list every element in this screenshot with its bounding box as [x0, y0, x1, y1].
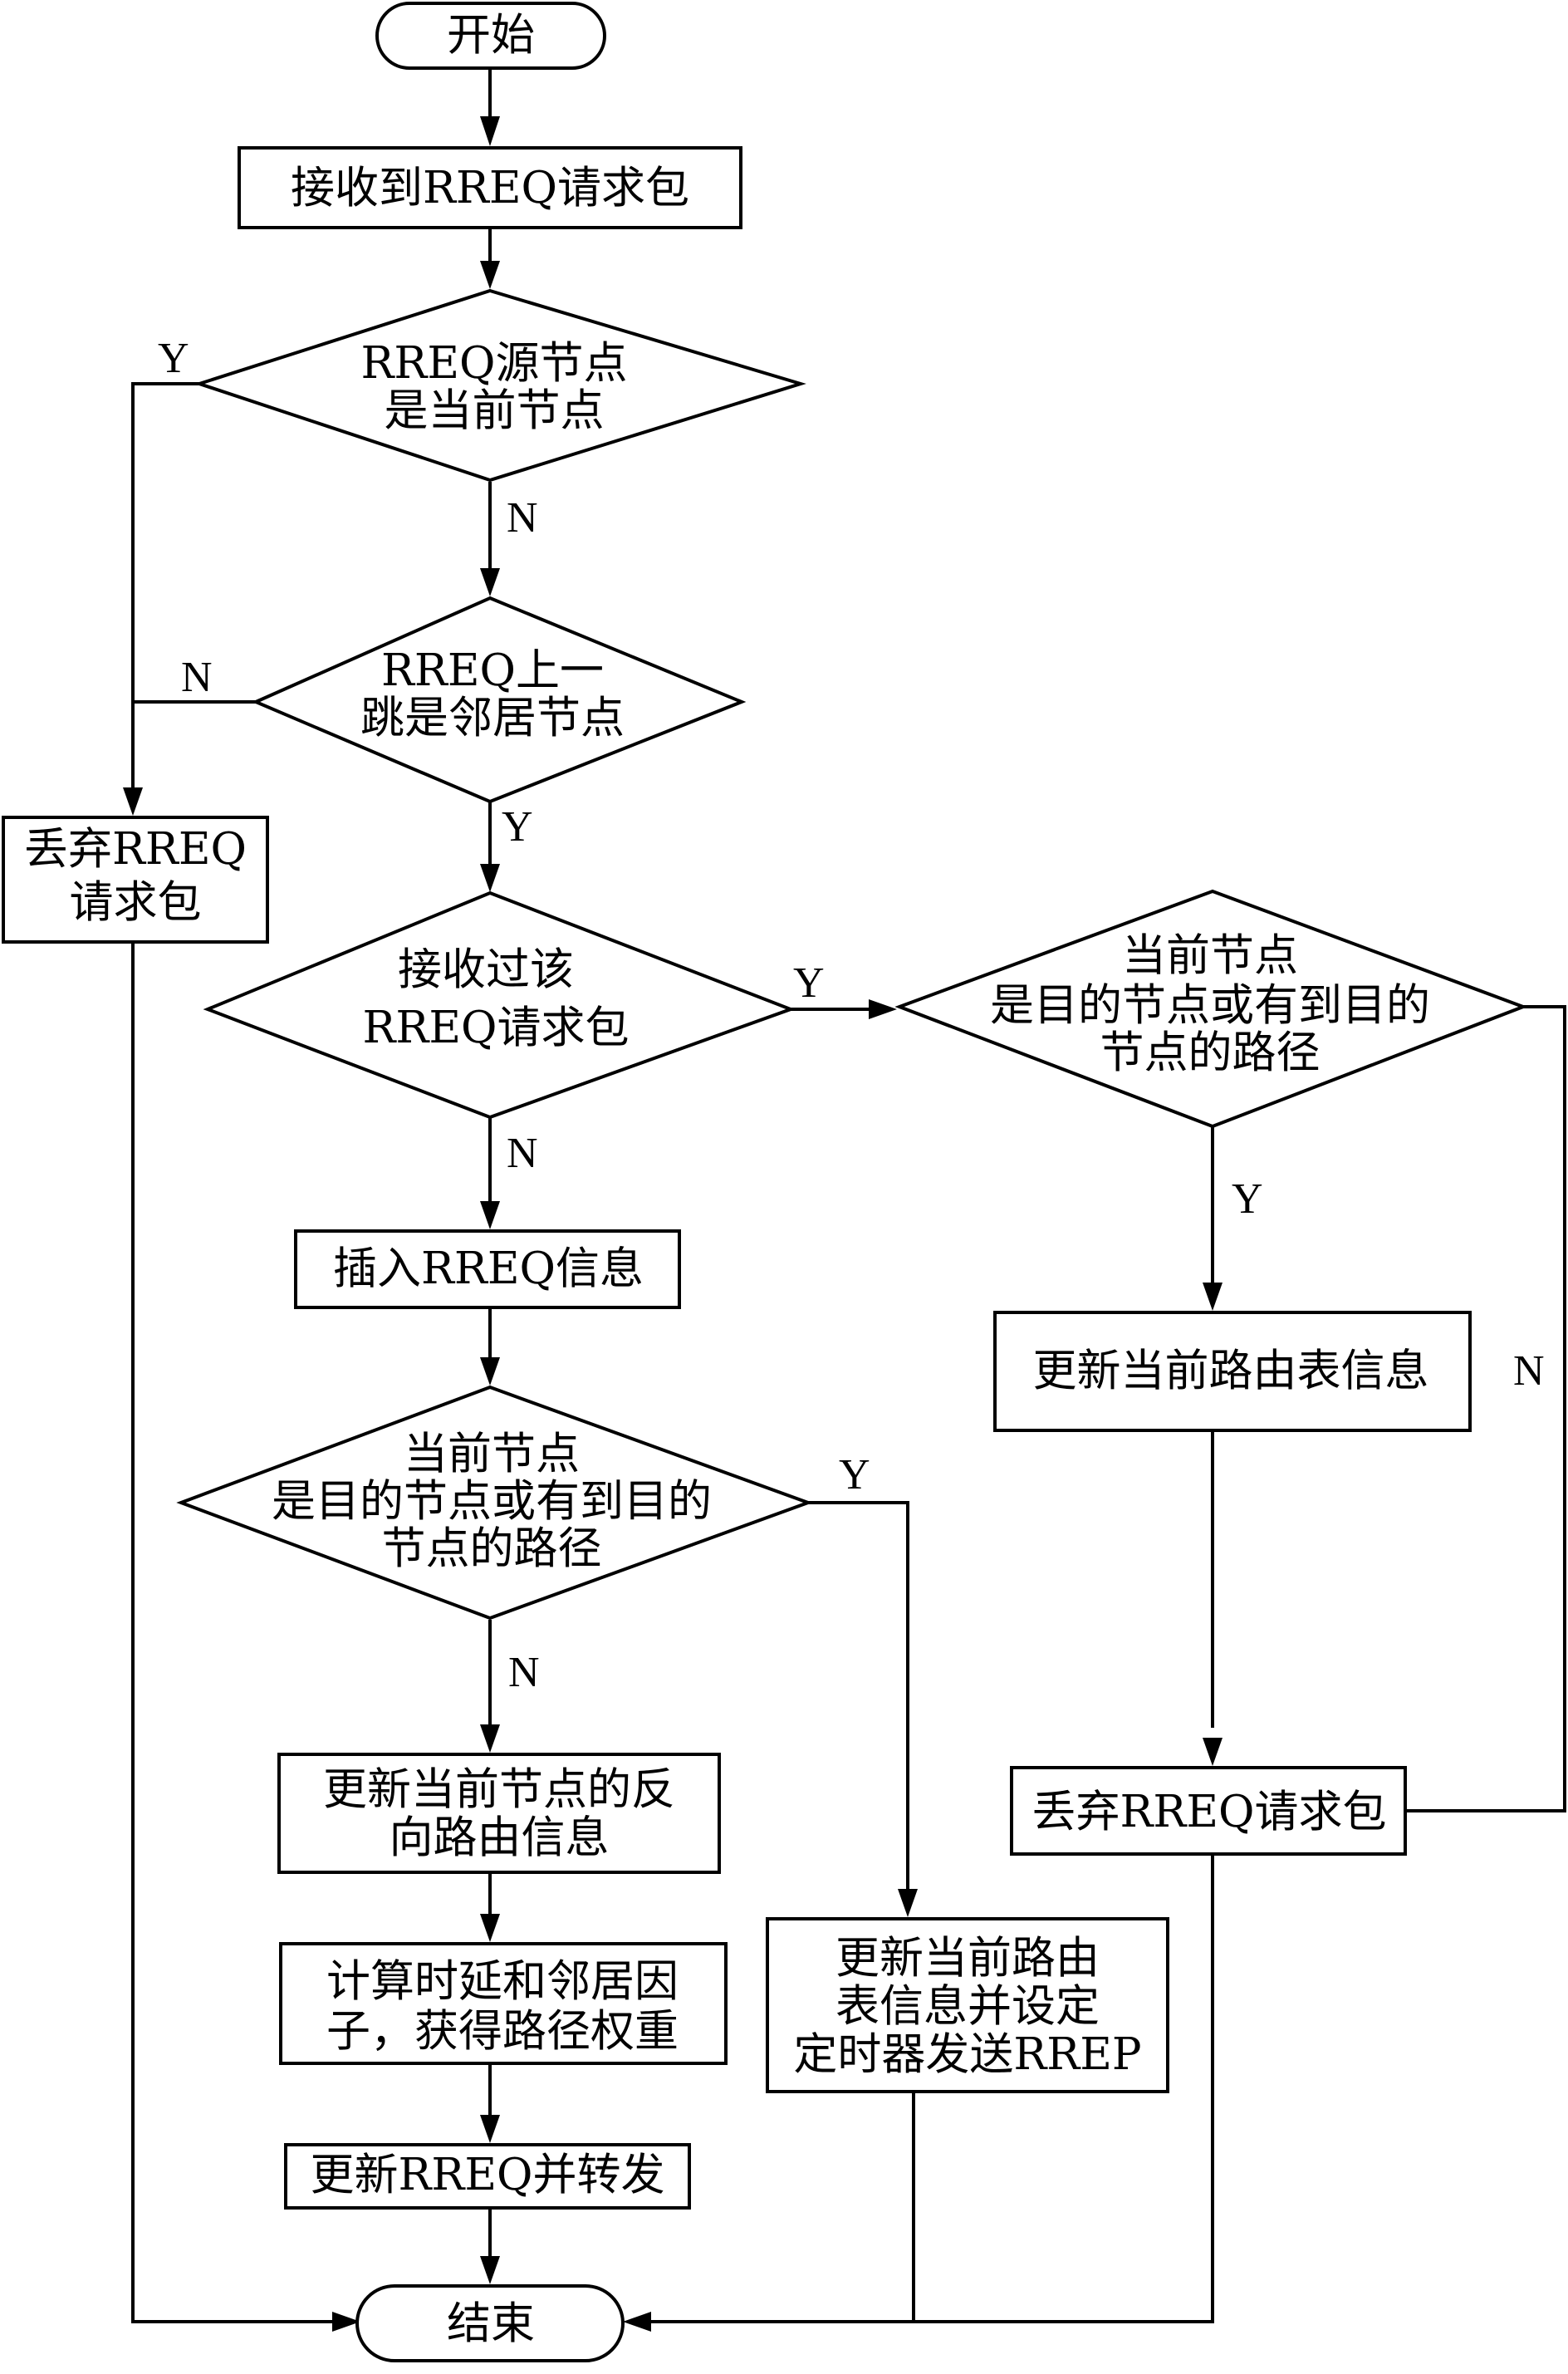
arrow-head: [480, 864, 500, 892]
received-line1: 接收过该: [398, 944, 574, 995]
edges: [123, 69, 1566, 2332]
label-source-yes: Y: [158, 335, 189, 382]
received-line2: RREQ请求包: [363, 1003, 630, 1053]
update-reverse-line1: 更新当前节点的反: [323, 1764, 675, 1815]
discard-right-node: 丢弃RREQ请求包: [1010, 1766, 1407, 1856]
edge-discard-end: [131, 943, 332, 2323]
prev-hop-decision: RREQ上一 跳是邻居节点: [251, 596, 747, 804]
label-received-yes: Y: [793, 959, 825, 1007]
dest-mid-line1: 当前节点: [404, 1429, 580, 1479]
label-destright-yes: Y: [1232, 1175, 1263, 1223]
set-timer-node: 更新当前路由 表信息并设定 定时器发送RREP: [766, 1917, 1169, 2093]
edge-destright-no: [1405, 1005, 1566, 1812]
source-check-line1: RREQ源节点: [361, 338, 628, 389]
prev-hop-line2: 跳是邻居节点: [360, 693, 625, 743]
dest-mid-line3: 节点的路径: [382, 1523, 602, 1574]
arrow-head: [898, 1889, 918, 1917]
arrow-head: [869, 999, 897, 1019]
start-label: 开始: [447, 10, 535, 61]
label-prev-yes: Y: [502, 803, 533, 851]
label-source-no: N: [507, 494, 538, 542]
dest-right-line2: 是目的节点或有到目的: [990, 980, 1430, 1031]
label-destmid-yes: Y: [839, 1451, 870, 1498]
label-received-no: N: [507, 1130, 538, 1177]
dest-right-line1: 当前节点: [1122, 930, 1298, 981]
edge-source-yes-left: [131, 382, 199, 789]
set-timer-line2: 表信息并设定: [835, 1981, 1100, 2032]
edge-destmid-yes: [808, 1501, 909, 1890]
prev-hop-line1: RREQ上一: [381, 645, 604, 696]
arrow-head: [480, 1914, 500, 1942]
edge-discardright-end: [648, 1856, 1214, 2323]
source-check-decision: RREQ源节点 是当前节点: [194, 288, 806, 483]
arrow-head: [1203, 1283, 1223, 1311]
dest-mid-decision: 当前节点 是目的节点或有到目的 节点的路径: [176, 1385, 813, 1621]
dest-mid-line2: 是目的节点或有到目的: [272, 1476, 712, 1527]
arrow-head: [480, 1724, 500, 1753]
arrow-head: [123, 787, 143, 816]
end-node: 结束: [355, 2284, 625, 2362]
discard-left-line2: 请求包: [70, 877, 202, 928]
arrow-head: [480, 2256, 500, 2284]
update-reverse-node: 更新当前节点的反 向路由信息: [277, 1753, 721, 1874]
set-timer-line1: 更新当前路由: [835, 1933, 1100, 1984]
receive-node: 接收到RREQ请求包: [238, 146, 742, 229]
compute-line2: 子，获得路径权重: [326, 2006, 679, 2057]
dest-right-line3: 节点的路径: [1100, 1028, 1321, 1078]
arrow-head: [480, 261, 500, 289]
start-node: 开始: [375, 2, 606, 70]
discard-left-node: 丢弃RREQ 请求包: [2, 816, 269, 944]
dest-right-decision: 当前节点 是目的节点或有到目的 节点的路径: [894, 889, 1528, 1129]
arrow-head: [1203, 1738, 1223, 1766]
label-prev-no: N: [181, 654, 213, 701]
received-decision: 接收过该 RREQ请求包: [203, 890, 796, 1120]
update-table-node: 更新当前路由表信息: [993, 1311, 1472, 1432]
update-forward-label: 更新RREQ并转发: [311, 2150, 665, 2200]
label-destright-no: N: [1513, 1347, 1545, 1395]
arrow-head: [480, 2115, 500, 2143]
insert-node: 插入RREQ信息: [294, 1229, 681, 1309]
arrow-head: [480, 1201, 500, 1229]
update-forward-node: 更新RREQ并转发: [284, 2143, 691, 2210]
arrow-head: [480, 1357, 500, 1386]
discard-left-line1: 丢弃RREQ: [24, 824, 247, 875]
insert-label: 插入RREQ信息: [333, 1243, 644, 1294]
update-reverse-line2: 向路由信息: [390, 1812, 610, 1863]
end-label: 结束: [447, 2298, 535, 2349]
set-timer-line3: 定时器发送RREP: [793, 2029, 1141, 2080]
arrow-head: [332, 2312, 360, 2332]
arrow-head: [480, 116, 500, 146]
edge-labels: Y N N Y Y N Y N Y N: [158, 335, 1545, 1696]
label-destmid-no: N: [508, 1649, 540, 1696]
compute-node: 计算时延和邻居因 子，获得路径权重: [279, 1942, 728, 2065]
arrow-head: [623, 2312, 651, 2332]
receive-label: 接收到RREQ请求包: [291, 163, 689, 213]
source-check-line2: 是当前节点: [385, 385, 605, 436]
compute-line1: 计算时延和邻居因: [326, 1956, 679, 2007]
discard-right-label: 丢弃RREQ请求包: [1032, 1787, 1387, 1837]
arrow-head: [480, 568, 500, 596]
update-table-label: 更新当前路由表信息: [1033, 1346, 1429, 1396]
